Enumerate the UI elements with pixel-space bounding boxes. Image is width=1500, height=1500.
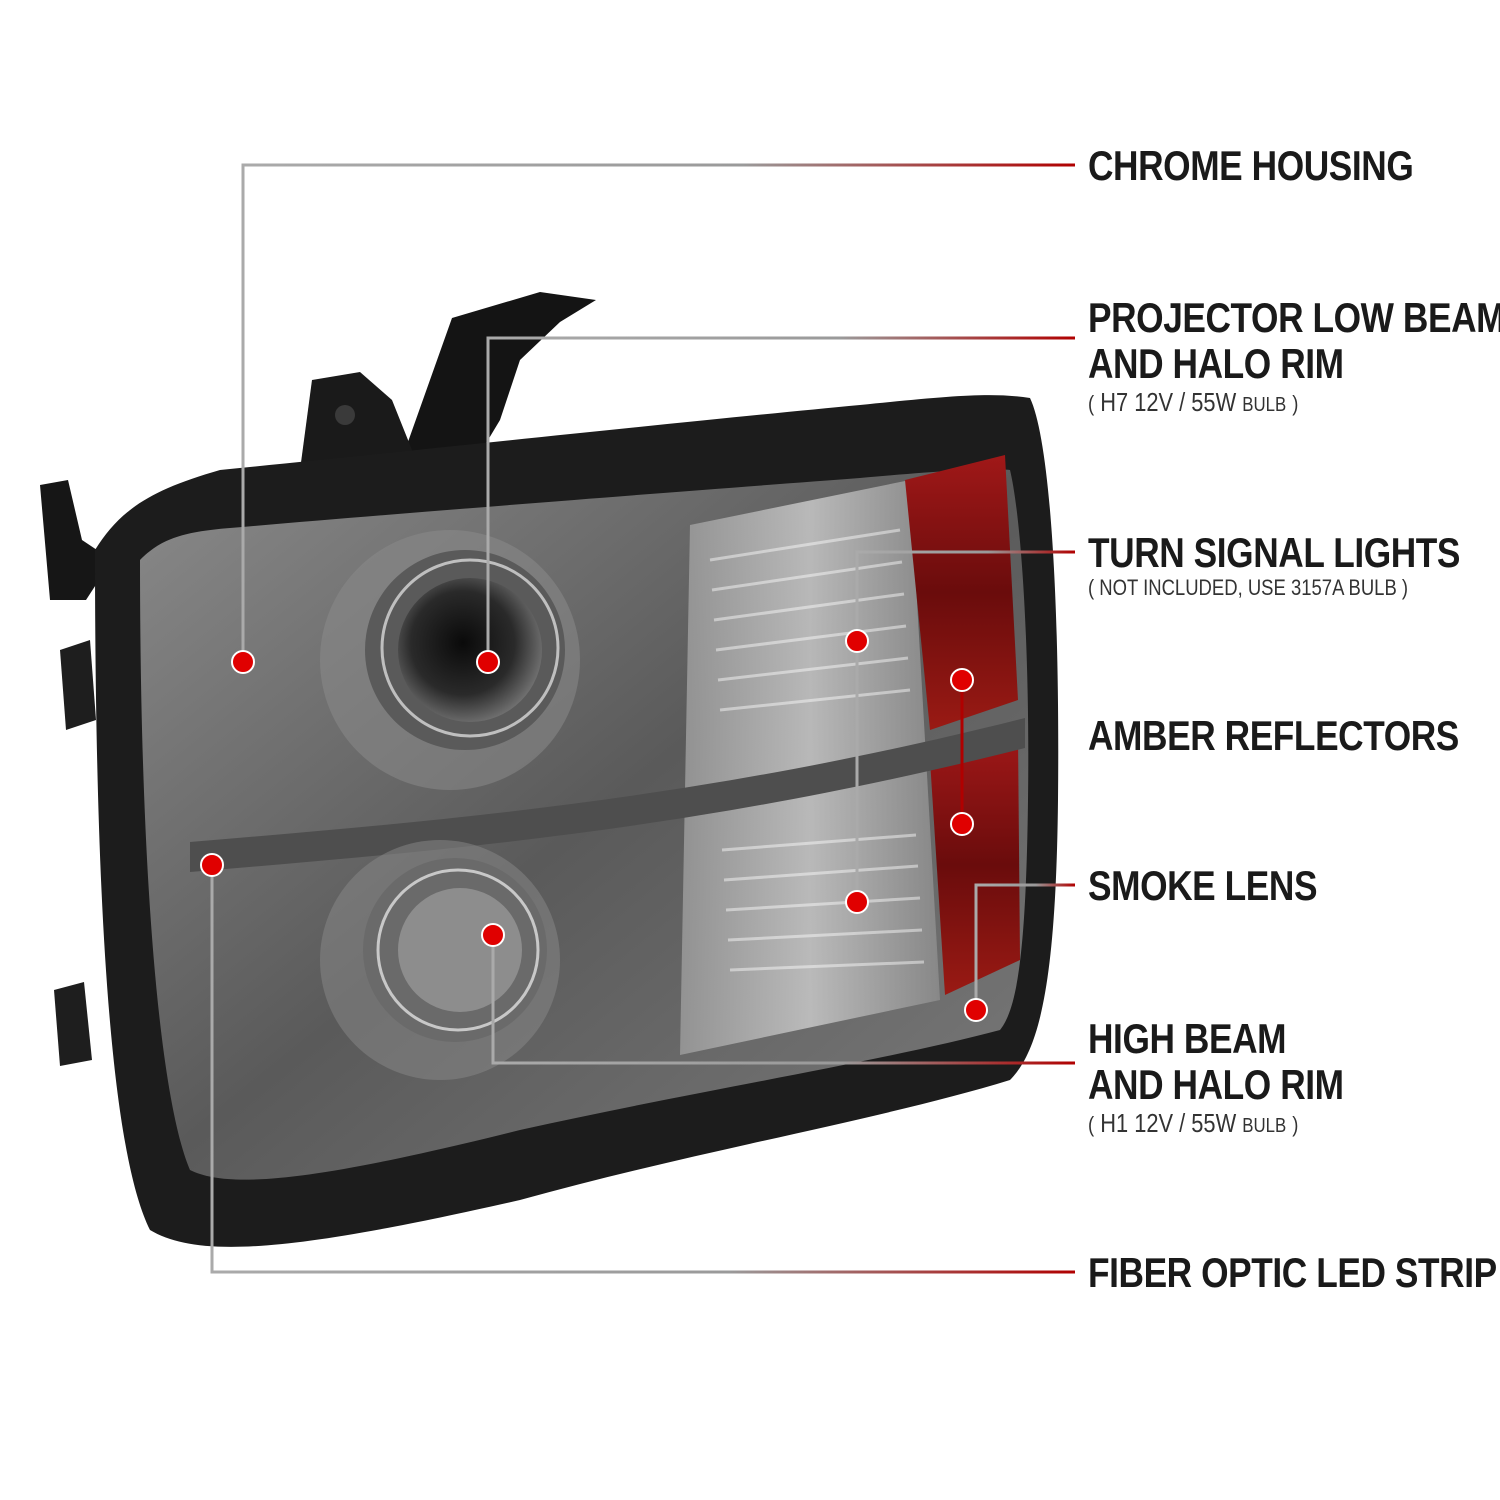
bulb-word: BULB xyxy=(1242,394,1287,416)
projector-low-beam xyxy=(320,530,580,790)
dot-high-beam xyxy=(481,923,505,947)
bulb-open-paren: ( xyxy=(1088,391,1095,416)
leader-smoke-lens xyxy=(974,883,1075,1010)
dot-fiber-optic xyxy=(200,853,224,877)
label-projector-low-beam-bulb: ( H7 12V / 55W BULB ) xyxy=(1088,387,1500,420)
leader-turn-signal xyxy=(855,550,1075,902)
mounting-bracket xyxy=(40,292,596,1066)
label-turn-signal-line1: TURN SIGNAL LIGHTS xyxy=(1088,529,1461,576)
leader-fiber-optic xyxy=(210,865,1075,1274)
dot-amber-lower xyxy=(950,812,974,836)
leader-lines xyxy=(210,163,1075,1274)
label-chrome-housing: CHROME HOUSING xyxy=(1088,142,1414,189)
label-smoke-lens: SMOKE LENS xyxy=(1088,862,1318,909)
bulb-close-paren: ) xyxy=(1292,1112,1299,1137)
projector-high-beam xyxy=(320,840,560,1080)
dot-turn-signal-lower xyxy=(845,890,869,914)
dot-amber-upper xyxy=(950,668,974,692)
label-high-beam: HIGH BEAM AND HALO RIM ( H1 12V / 55W BU… xyxy=(1088,1016,1344,1141)
leader-high-beam xyxy=(491,935,1075,1065)
leader-chrome-housing xyxy=(241,163,1075,662)
label-amber-reflectors: AMBER REFLECTORS xyxy=(1088,712,1459,759)
dot-smoke-lens xyxy=(964,998,988,1022)
dot-projector-low-beam xyxy=(476,650,500,674)
label-high-beam-bulb: ( H1 12V / 55W BULB ) xyxy=(1088,1108,1344,1141)
leader-projector-low-beam xyxy=(486,336,1075,662)
label-projector-low-beam: PROJECTOR LOW BEAM AND HALO RIM ( H7 12V… xyxy=(1088,295,1500,420)
callout-dots xyxy=(200,629,988,1022)
label-high-beam-line1: HIGH BEAM xyxy=(1088,1015,1287,1062)
label-projector-low-beam-line2: AND HALO RIM xyxy=(1088,340,1344,387)
bulb-spec: H1 12V / 55W xyxy=(1100,1108,1237,1138)
bulb-word: BULB xyxy=(1242,1115,1287,1137)
bulb-spec: H7 12V / 55W xyxy=(1100,387,1237,417)
label-turn-signal: TURN SIGNAL LIGHTS ( NOT INCLUDED, USE 3… xyxy=(1088,530,1460,600)
amber-reflector-area xyxy=(905,455,1020,995)
dot-turn-signal-upper xyxy=(845,629,869,653)
bulb-open-paren: ( xyxy=(1088,1112,1095,1137)
fiber-optic-strip xyxy=(190,718,1025,872)
bulb-close-paren: ) xyxy=(1292,391,1299,416)
label-projector-low-beam-line1: PROJECTOR LOW BEAM xyxy=(1088,294,1500,341)
label-turn-signal-note: ( NOT INCLUDED, USE 3157A BULB ) xyxy=(1088,575,1409,600)
label-high-beam-line2: AND HALO RIM xyxy=(1088,1061,1344,1108)
dot-chrome-housing xyxy=(231,650,255,674)
label-fiber-optic: FIBER OPTIC LED STRIP xyxy=(1088,1249,1497,1296)
